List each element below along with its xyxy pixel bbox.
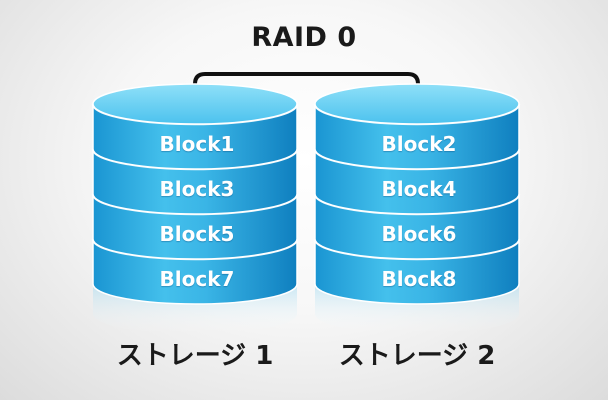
block-label: Block3 bbox=[159, 177, 235, 201]
block-label: Block1 bbox=[159, 132, 235, 156]
disk-top bbox=[314, 83, 520, 125]
disk-top bbox=[92, 83, 298, 125]
block-label: Block8 bbox=[381, 267, 457, 291]
storage-2-label: ストレージ 2 bbox=[338, 341, 496, 371]
block-label: Block6 bbox=[381, 222, 457, 246]
block-label: Block7 bbox=[159, 267, 235, 291]
storage-1-cylinder bbox=[91, 83, 299, 334]
storage-2-cylinder bbox=[313, 83, 521, 334]
storage-1-label: ストレージ 1 bbox=[116, 341, 274, 371]
raid-bracket bbox=[193, 72, 420, 106]
disk-reflection bbox=[315, 284, 519, 334]
block-label: Block5 bbox=[159, 222, 235, 246]
raid-title: RAID 0 bbox=[251, 22, 357, 53]
block-label: Block4 bbox=[381, 177, 457, 201]
block-label: Block2 bbox=[381, 132, 457, 156]
disk-reflection bbox=[93, 284, 297, 334]
